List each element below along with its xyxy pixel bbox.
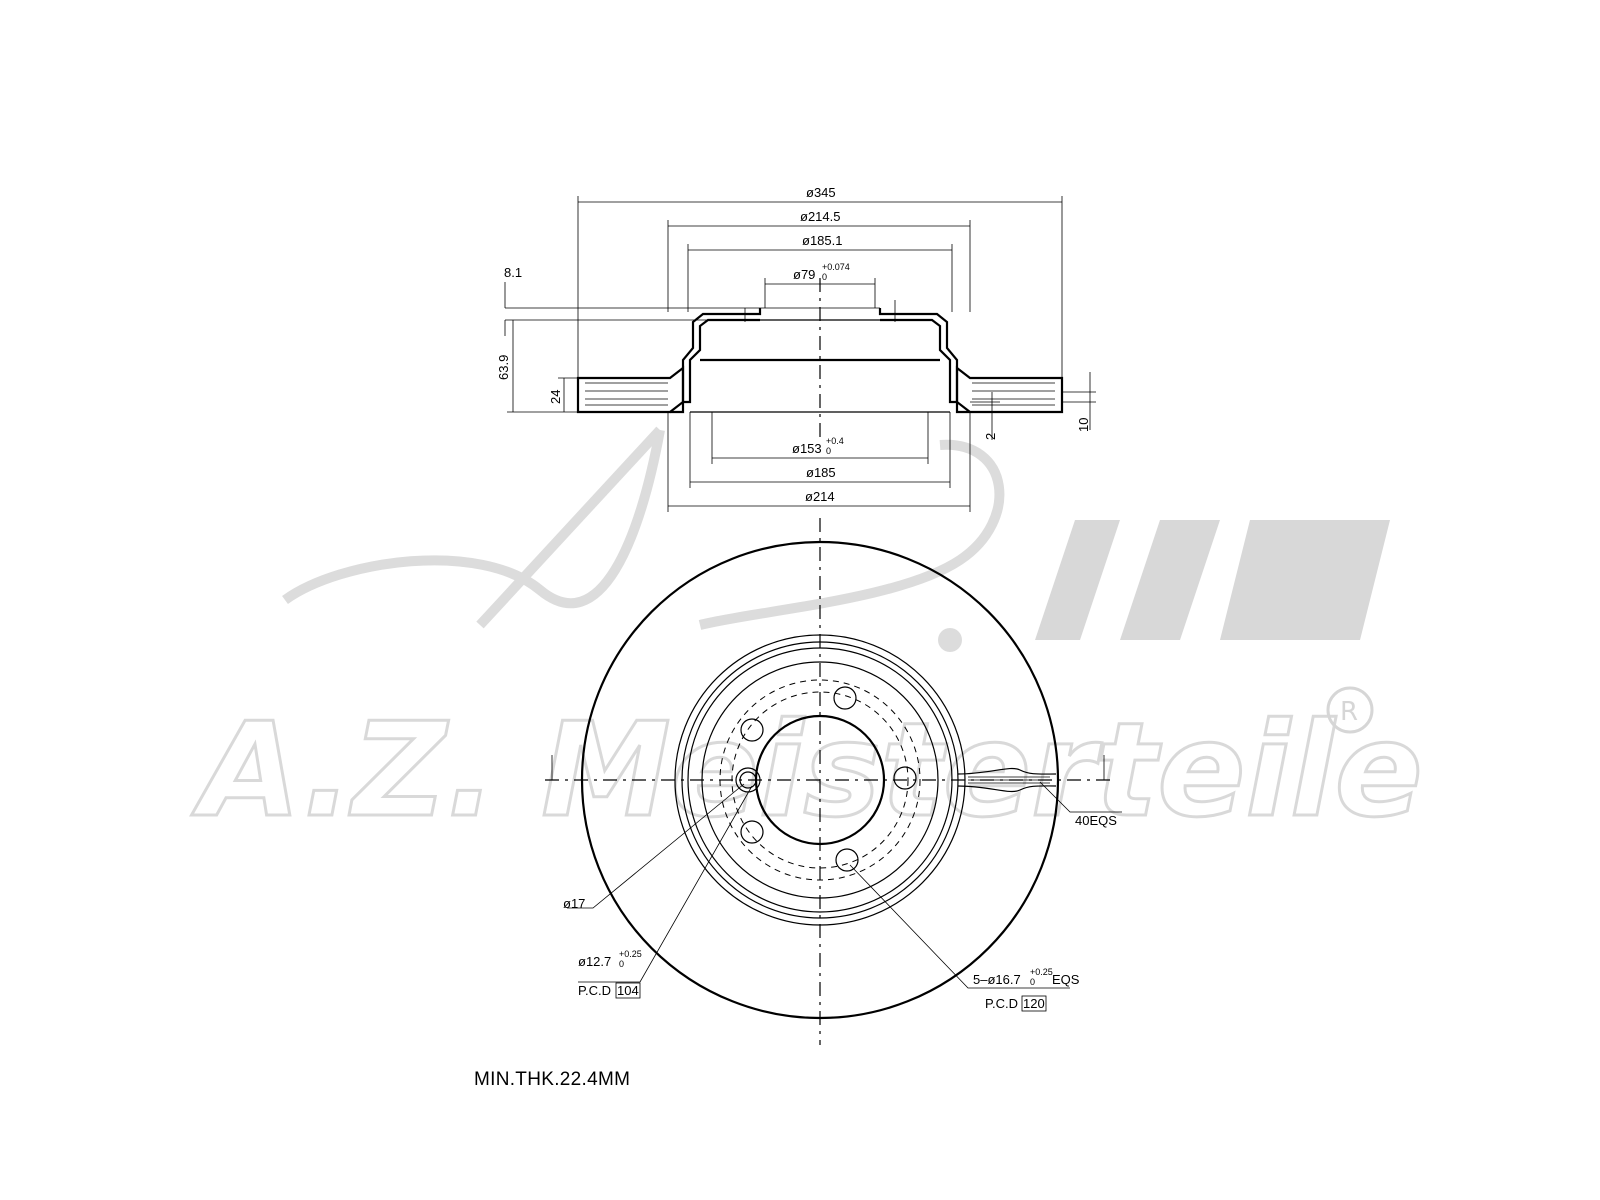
dim-d153: ø153 <box>792 441 822 456</box>
dim-d214: ø214 <box>805 489 835 504</box>
dim-24: 24 <box>548 390 563 404</box>
dim-d153-tol-lower: 0 <box>826 446 831 456</box>
dim-d79: ø79 <box>793 267 815 282</box>
dim-d79-tol-upper: +0.074 <box>822 262 850 272</box>
registered-mark: R <box>1340 697 1358 727</box>
pcd-label-1: P.C.D <box>578 983 611 998</box>
dim-d79-tol-lower: 0 <box>822 272 827 282</box>
dim-d185: ø185 <box>806 465 836 480</box>
dim-d153-tol-upper: +0.4 <box>826 436 844 446</box>
label-d16-7-suffix: EQS <box>1052 972 1080 987</box>
pcd-value-2: 120 <box>1023 996 1045 1011</box>
min-thickness-note: MIN.THK.22.4MM <box>474 1069 630 1090</box>
dim-2: 2 <box>983 433 998 440</box>
dim-d345: ø345 <box>806 185 836 200</box>
dim-8-1: 8.1 <box>504 265 522 280</box>
label-d16-7: 5–ø16.7 <box>973 972 1021 987</box>
label-d12-7-tol-lower: 0 <box>619 959 624 969</box>
label-d12-7: ø12.7 <box>578 954 611 969</box>
label-d16-7-tol-lower: 0 <box>1030 977 1035 987</box>
pcd-label-2: P.C.D <box>985 996 1018 1011</box>
dim-d214-5: ø214.5 <box>800 209 840 224</box>
dim-63-9: 63.9 <box>496 355 511 380</box>
label-d17: ø17 <box>563 896 585 911</box>
section-view: ø345 ø214.5 ø185.1 ø79 +0.074 0 8.1 63.9… <box>496 185 1096 512</box>
label-d12-7-tol-upper: +0.25 <box>619 949 642 959</box>
dim-10: 10 <box>1076 418 1091 432</box>
label-40eqs: 40EQS <box>1075 813 1117 828</box>
dim-d185-1: ø185.1 <box>802 233 842 248</box>
pcd-value-1: 104 <box>617 983 639 998</box>
label-d16-7-tol-upper: +0.25 <box>1030 967 1053 977</box>
plan-view: 40EQS ø17 ø12.7 +0.25 0 P.C.D 104 5–ø16.… <box>545 518 1122 1045</box>
